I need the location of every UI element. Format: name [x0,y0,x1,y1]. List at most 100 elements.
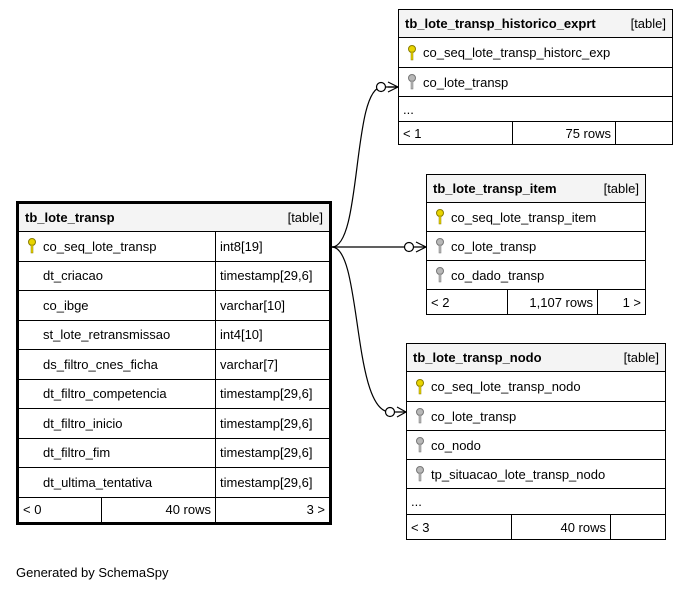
table-name: tb_lote_transp_nodo [413,350,542,365]
column-name: co_seq_lote_transp_nodo [431,379,581,394]
column-row[interactable]: st_lote_retransmissao int4[10] [19,320,329,350]
column-name: dt_filtro_competencia [43,386,167,402]
edge-item-crowfoot [415,241,427,253]
column-row[interactable]: co_lote_transp [427,232,645,261]
column-type: timestamp[29,6] [215,409,329,438]
parents-count[interactable]: < 2 [431,294,450,310]
primary-key-icon [431,209,449,225]
edge-historico-crowfoot [387,81,399,93]
column-name: dt_filtro_inicio [43,415,123,431]
table-header: tb_lote_transp_historico_exprt [table] [399,10,672,38]
table-header: tb_lote_transp_nodo [table] [407,344,665,372]
column-row[interactable]: ds_filtro_cnes_ficha varchar[7] [19,350,329,380]
column-row[interactable]: co_ibge varchar[10] [19,291,329,321]
table-name: tb_lote_transp_historico_exprt [405,16,596,31]
foreign-key-icon [431,238,449,254]
parents-count[interactable]: < 0 [23,502,42,517]
column-name: co_nodo [431,437,481,453]
column-name: co_seq_lote_transp [43,238,157,254]
column-name: dt_filtro_fim [43,445,111,461]
children-count[interactable] [615,122,672,144]
row-count: 40 rows [101,497,215,522]
edge-item-optional-marker [403,241,415,253]
children-count[interactable] [610,515,665,539]
primary-key-icon [23,238,41,254]
row-count: 1,107 rows [507,290,597,314]
column-type: timestamp[29,6] [215,261,329,290]
column-name: st_lote_retransmissao [43,327,171,343]
column-row[interactable]: co_lote_transp [399,68,672,97]
column-row[interactable]: co_seq_lote_transp_item [427,203,645,232]
table-footer: < 1 75 rows [399,122,672,144]
edge-nodo-optional-marker [384,406,396,418]
row-count: 75 rows [512,122,615,144]
table-kind: [table] [630,16,666,31]
foreign-key-icon [411,437,429,453]
column-row[interactable]: dt_filtro_inicio timestamp[29,6] [19,409,329,439]
column-row[interactable]: dt_ultima_tentativa timestamp[29,6] [19,468,329,498]
table-header: tb_lote_transp [table] [19,204,329,232]
column-row[interactable]: dt_criacao timestamp[29,6] [19,261,329,291]
table-name: tb_lote_transp_item [433,181,557,196]
table-footer: < 2 1,107 rows 1 > [427,290,645,314]
more-columns-row: ... [407,489,665,515]
primary-key-icon [403,44,421,61]
column-type: int8[19] [215,232,329,261]
column-name: co_lote_transp [431,408,517,424]
edge-nodo-crowfoot [396,406,407,418]
more-columns-ellipsis: ... [403,101,414,117]
column-type: int4[10] [215,320,329,349]
column-name: co_dado_transp [451,267,545,283]
edge-main-to-historico [331,86,398,248]
column-row[interactable]: tp_situacao_lote_transp_nodo [407,460,665,489]
column-name: co_ibge [43,297,89,313]
column-name: tp_situacao_lote_transp_nodo [431,466,606,482]
edge-historico-optional-marker [375,81,387,93]
column-row[interactable]: co_seq_lote_transp_historc_exp [399,38,672,68]
column-name: co_lote_transp [451,238,537,254]
table-historico-exprt[interactable]: tb_lote_transp_historico_exprt [table] c… [398,9,673,145]
table-lote-transp-nodo[interactable]: tb_lote_transp_nodo [table] co_seq_lote_… [406,343,666,540]
column-type: timestamp[29,6] [215,468,329,497]
column-type: timestamp[29,6] [215,438,329,467]
parents-count[interactable]: < 3 [411,519,430,535]
table-lote-transp-item[interactable]: tb_lote_transp_item [table] co_seq_lote_… [426,174,646,315]
foreign-key-icon [403,74,421,90]
children-count[interactable]: 1 > [597,290,645,314]
column-type: varchar[10] [215,291,329,320]
table-footer: < 0 40 rows 3 > [19,497,329,522]
column-row[interactable]: co_seq_lote_transp_nodo [407,372,665,402]
table-lote-transp[interactable]: tb_lote_transp [table] co_seq_lote_trans… [16,201,332,525]
generated-by-label: Generated by SchemaSpy [16,565,169,580]
table-name: tb_lote_transp [25,210,115,225]
table-footer: < 3 40 rows [407,515,665,539]
column-name: co_lote_transp [423,74,509,90]
foreign-key-icon [411,466,429,482]
column-name: dt_ultima_tentativa [43,474,153,490]
table-header: tb_lote_transp_item [table] [427,175,645,203]
parents-count[interactable]: < 1 [403,125,422,141]
foreign-key-icon [411,408,429,424]
table-kind: [table] [287,210,323,225]
column-row[interactable]: co_lote_transp [407,402,665,431]
column-name: dt_criacao [43,268,103,284]
column-row[interactable]: dt_filtro_competencia timestamp[29,6] [19,379,329,409]
column-row[interactable]: co_nodo [407,431,665,460]
column-row[interactable]: co_seq_lote_transp int8[19] [19,232,329,262]
column-name: ds_filtro_cnes_ficha [43,356,158,372]
table-kind: [table] [603,181,639,196]
edge-main-to-nodo [331,246,406,413]
foreign-key-icon [431,267,449,283]
column-name: co_seq_lote_transp_item [451,209,597,225]
table-kind: [table] [623,350,659,365]
column-row[interactable]: dt_filtro_fim timestamp[29,6] [19,438,329,468]
more-columns-ellipsis: ... [411,494,422,509]
column-name: co_seq_lote_transp_historc_exp [423,45,611,60]
row-count: 40 rows [511,515,610,539]
more-columns-row: ... [399,97,672,122]
column-type: varchar[7] [215,350,329,379]
children-count[interactable]: 3 > [215,497,329,522]
column-row[interactable]: co_dado_transp [427,261,645,290]
primary-key-icon [411,378,429,395]
